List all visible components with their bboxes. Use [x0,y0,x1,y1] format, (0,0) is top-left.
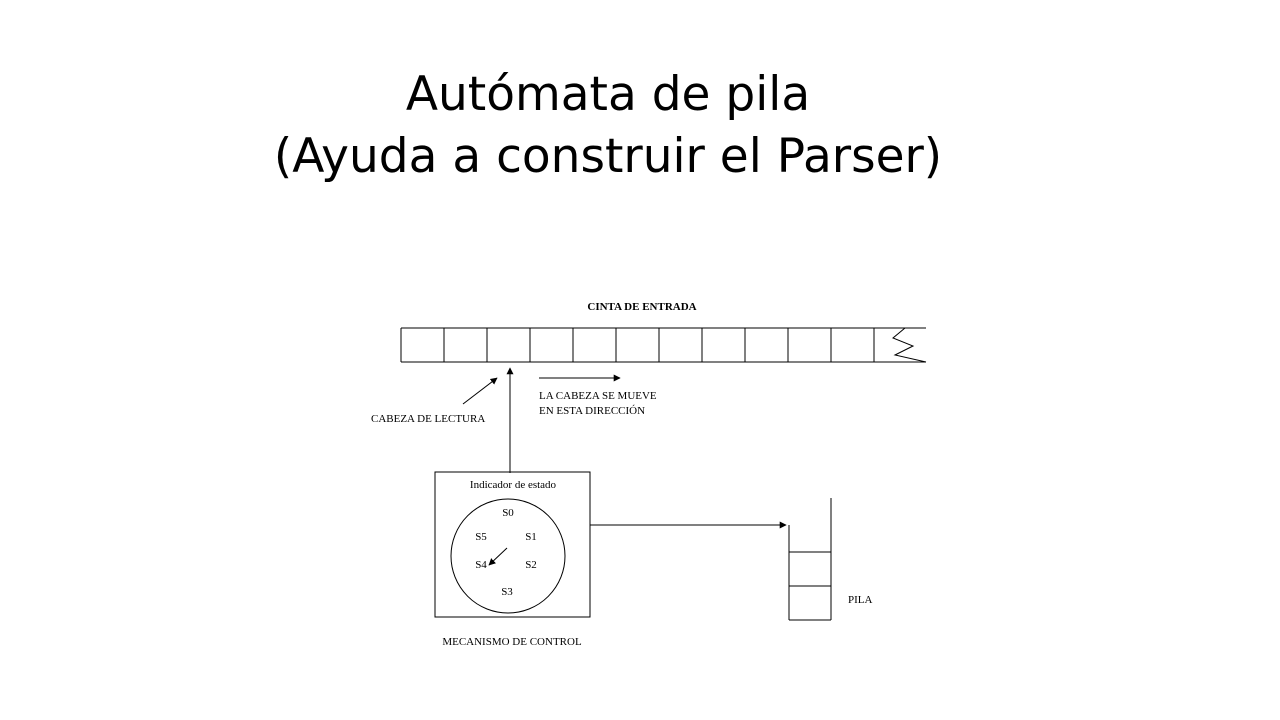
stack-label: PILA [848,594,873,606]
state-indicator-label: Indicador de estado [470,479,557,491]
state-s5: S5 [475,531,487,543]
head-moves-label-line-1: LA CABEZA SE MUEVE [539,390,657,402]
state-s1: S1 [525,531,537,543]
read-head-label: CABEZA DE LECTURA [371,413,485,425]
tape-label: CINTA DE ENTRADA [587,301,696,313]
tape-break-zigzag [892,327,927,363]
control-mechanism-label: MECANISMO DE CONTROL [442,636,582,648]
head-moves-label-line-2: EN ESTA DIRECCIÓN [539,405,645,417]
title-line-2: (Ayuda a construir el Parser) [273,129,943,184]
state-s2: S2 [525,559,537,571]
state-s0: S0 [502,507,514,519]
state-pointer-arrow [488,547,508,566]
state-s3: S3 [501,586,513,598]
title-line-1: Autómata de pila [405,67,811,122]
input-tape [400,327,927,363]
state-s4: S4 [475,559,487,571]
control-mechanism-box [434,471,591,618]
state-dial [450,498,566,614]
stack [788,498,832,621]
slide-title: Autómata de pila (Ayuda a construir el P… [0,64,1216,188]
read-head-pointer-arrow [462,377,498,405]
